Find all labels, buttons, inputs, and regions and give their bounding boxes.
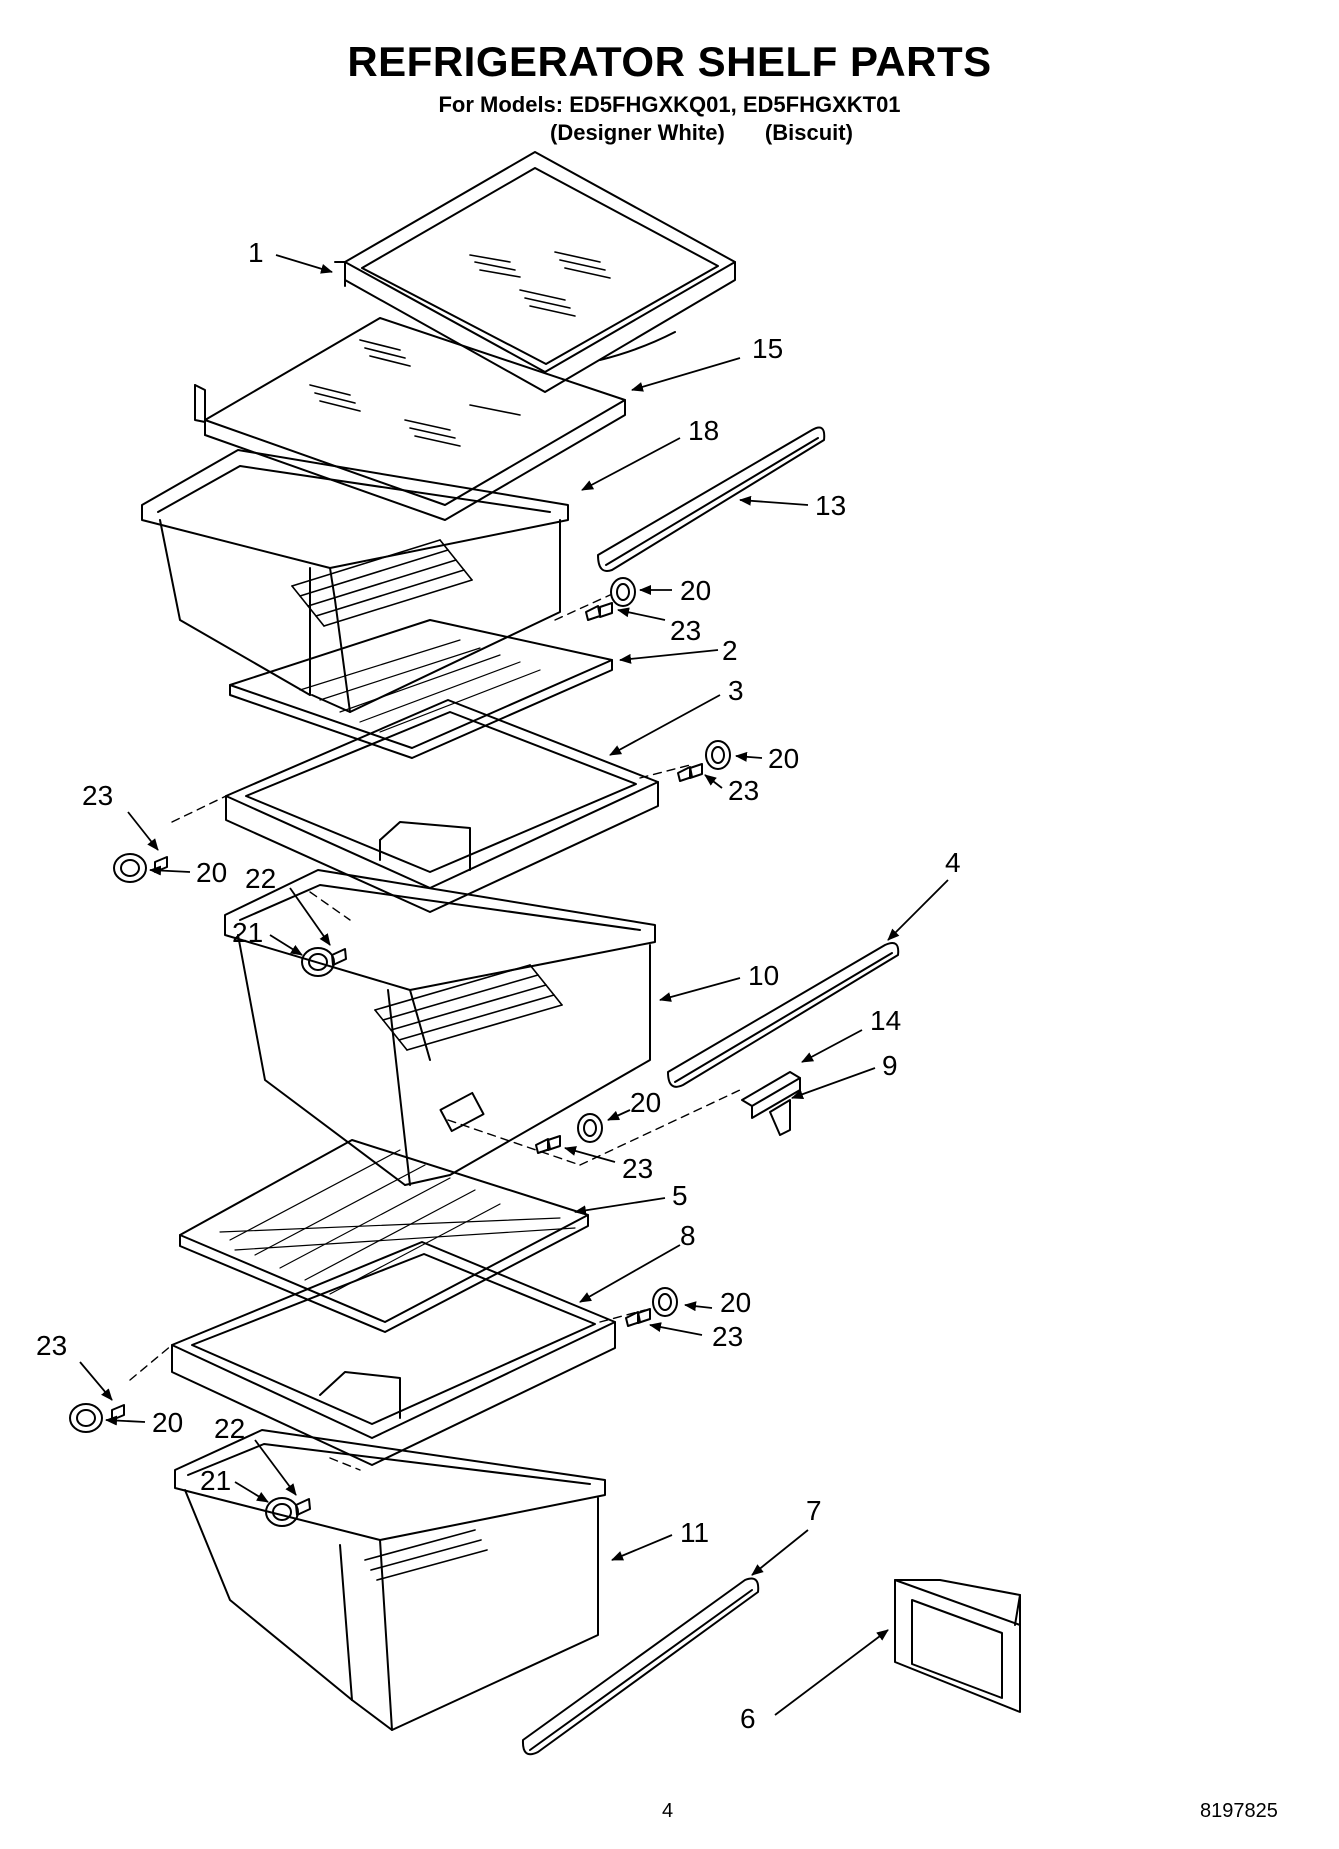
- leader-11: [611, 1534, 673, 1561]
- callout-3: 3: [728, 675, 744, 706]
- leader-21a: [269, 934, 303, 956]
- document-number: 8197825: [1200, 1800, 1278, 1822]
- part-1-upper-shelf: [334, 151, 736, 393]
- callout-23e: 23: [712, 1321, 743, 1352]
- leader-20d: [607, 1109, 631, 1121]
- leader-23c: [127, 811, 159, 851]
- page-number: 4: [662, 1800, 674, 1822]
- callout-10: 10: [748, 960, 779, 991]
- hardware-screws: [111, 602, 703, 1516]
- callout-5: 5: [672, 1180, 688, 1211]
- part-4-rail: [667, 942, 900, 1088]
- page-title: REFRIGERATOR SHELF PARTS: [347, 38, 992, 85]
- leader-23a: [617, 607, 666, 621]
- leader-6: [774, 1629, 889, 1716]
- callout-21b: 21: [200, 1465, 231, 1496]
- leader-21b: [234, 1481, 269, 1503]
- leader-20c: [149, 865, 191, 876]
- part-18-crisper-drawer: [141, 449, 569, 713]
- leader-20f: [105, 1415, 146, 1426]
- callout-9: 9: [882, 1050, 898, 1081]
- callout-20c: 20: [196, 857, 227, 888]
- leader-15: [631, 357, 741, 392]
- callout-20d: 20: [630, 1087, 661, 1118]
- callout-20f: 20: [152, 1407, 183, 1438]
- leader-23d: [564, 1146, 616, 1163]
- callout-14: 14: [870, 1005, 901, 1036]
- leader-22b: [254, 1439, 297, 1496]
- callout-23f: 23: [36, 1330, 67, 1361]
- leader-7: [751, 1529, 809, 1576]
- callout-18: 18: [688, 415, 719, 446]
- callout-6: 6: [740, 1703, 756, 1734]
- leader-1: [275, 254, 333, 274]
- callout-21a: 21: [232, 917, 263, 948]
- callout-15: 15: [752, 333, 783, 364]
- callout-20a: 20: [680, 575, 711, 606]
- callout-22b: 22: [214, 1413, 245, 1444]
- leader-3: [609, 694, 721, 756]
- callout-20b: 20: [768, 743, 799, 774]
- leader-22a: [289, 887, 331, 946]
- leader-8: [579, 1244, 681, 1303]
- callout-22a: 22: [245, 863, 276, 894]
- leader-20b: [735, 751, 763, 762]
- leader-18: [581, 437, 681, 491]
- part-7-rail: [521, 1577, 760, 1756]
- part-11-crisper-drawer: [174, 1429, 606, 1731]
- hardware-rollers: [69, 577, 731, 1527]
- leader-13: [739, 495, 809, 506]
- leader-20e: [684, 1301, 713, 1312]
- part-10-crisper-drawer: [224, 869, 656, 1186]
- callout-20e: 20: [720, 1287, 751, 1318]
- leader-9: [791, 1067, 876, 1099]
- callout-7: 7: [806, 1495, 822, 1526]
- callout-13: 13: [815, 490, 846, 521]
- part-5-glass-insert: [179, 1139, 589, 1333]
- leader-14: [801, 1029, 863, 1063]
- leader-2: [619, 649, 719, 664]
- callout-23c: 23: [82, 780, 113, 811]
- callout-8: 8: [680, 1220, 696, 1251]
- leader-23b: [704, 774, 723, 789]
- leader-23f: [79, 1361, 113, 1401]
- part-2-glass-insert: [229, 619, 613, 759]
- callout-4: 4: [945, 847, 961, 878]
- callout-labels: 1 15 18 13 20 23 2 3 20 23 23 20 22 21 4…: [36, 237, 961, 1734]
- leader-10: [659, 977, 741, 1002]
- part-3-frame: [225, 699, 659, 913]
- part-15-shelf: [194, 317, 626, 521]
- model-variants: (Designer White) (Biscuit): [550, 120, 853, 146]
- part-6-bracket: [894, 1579, 1021, 1713]
- leader-4: [887, 879, 949, 941]
- leader-arrows: [79, 254, 949, 1716]
- callout-1: 1: [248, 237, 264, 268]
- part-8-frame: [171, 1241, 616, 1466]
- callout-11: 11: [680, 1517, 709, 1548]
- variant-biscuit: (Biscuit): [764, 120, 853, 145]
- leader-23e: [649, 1322, 703, 1336]
- callout-23b: 23: [728, 775, 759, 806]
- callout-23a: 23: [670, 615, 701, 646]
- assembly-lines: [129, 594, 741, 1471]
- callout-2: 2: [722, 635, 738, 666]
- variant-designer-white: (Designer White): [550, 120, 725, 145]
- callout-23d: 23: [622, 1153, 653, 1184]
- part-14-9-clips: [741, 1071, 801, 1136]
- models-line: For Models: ED5FHGXKQ01, ED5FHGXKT01: [438, 92, 901, 117]
- leader-5: [574, 1197, 666, 1216]
- part-13-rail: [597, 426, 826, 572]
